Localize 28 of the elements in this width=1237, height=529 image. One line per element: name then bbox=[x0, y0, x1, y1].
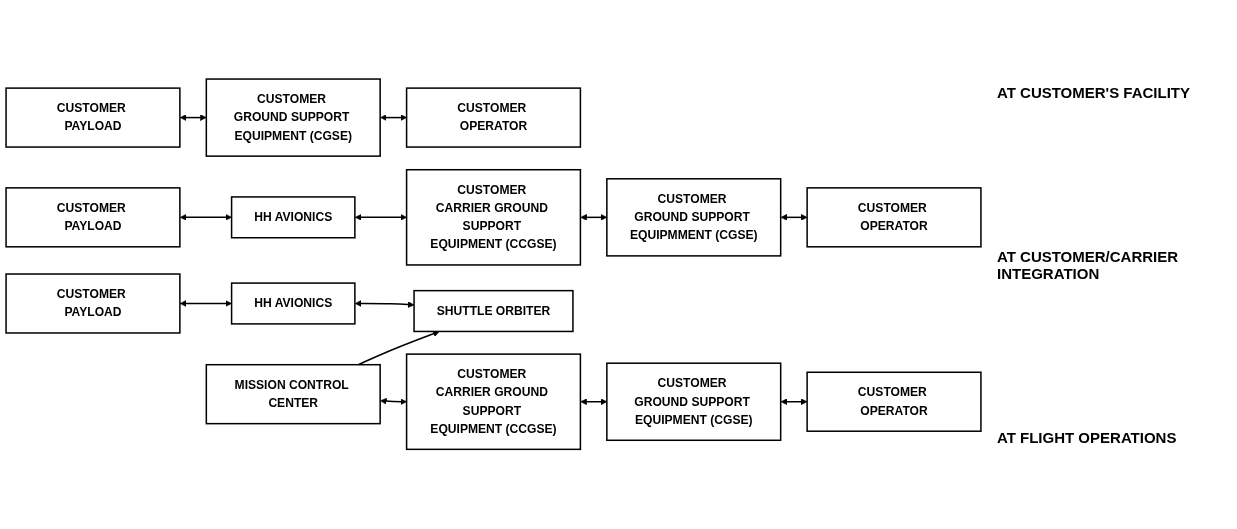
node-box: CUSTOMER OPERATOR bbox=[405, 87, 582, 149]
arrow bbox=[357, 330, 440, 366]
node-box: CUSTOMER OPERATOR bbox=[806, 187, 982, 248]
row-caption: AT CUSTOMER'S FACILITY bbox=[997, 83, 1191, 101]
arrow bbox=[179, 300, 232, 308]
node-box: HH AVIONICS bbox=[230, 282, 356, 325]
arrow bbox=[354, 300, 415, 309]
node-box: CUSTOMER CARRIER GROUND SUPPORT EQUIPMENT (CCGSE) bbox=[405, 169, 582, 266]
arrow bbox=[179, 214, 232, 221]
node-box: CUSTOMER PAYLOAD bbox=[5, 273, 181, 334]
arrow bbox=[354, 214, 407, 221]
arrow bbox=[780, 214, 808, 221]
node-box: CUSTOMER GROUND SUPPORT EQUIPMENT (CGSE) bbox=[205, 78, 381, 158]
node-box: HH AVIONICS bbox=[230, 196, 356, 239]
arrow bbox=[179, 114, 207, 122]
row-caption: AT FLIGHT OPERATIONS bbox=[997, 428, 1178, 446]
node-box: CUSTOMER GROUND SUPPORT EQUIPMMENT (CGSE) bbox=[606, 178, 782, 257]
node-box: MISSION CONTROL CENTER bbox=[205, 364, 381, 425]
arrow bbox=[380, 398, 407, 406]
node-box: CUSTOMER PAYLOAD bbox=[5, 87, 181, 149]
row-caption: AT CUSTOMER/CARRIER INTEGRATION bbox=[997, 247, 1180, 282]
node-box: CUSTOMER OPERATOR bbox=[806, 371, 982, 433]
node-box: SHUTTLE ORBITER bbox=[413, 290, 574, 333]
node-box: CUSTOMER GROUND SUPPORT EQUIPMENT (CGSE) bbox=[606, 362, 782, 442]
node-box: CUSTOMER PAYLOAD bbox=[5, 187, 181, 248]
arrow bbox=[780, 398, 808, 406]
node-box: CUSTOMER CARRIER GROUND SUPPORT EQUIPMENT (CCGSE) bbox=[405, 353, 582, 451]
arrow bbox=[380, 114, 407, 122]
